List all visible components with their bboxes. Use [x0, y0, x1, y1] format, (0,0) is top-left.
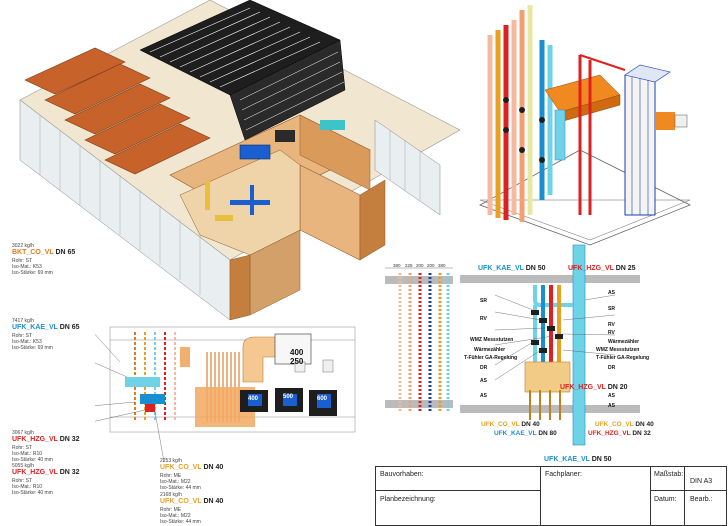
title-block-col-2 [650, 466, 651, 526]
section-view-left [385, 267, 453, 413]
riser-right-label-3: RV [608, 322, 615, 328]
riser-isometric-view [479, 5, 691, 246]
callout-name: UFK_HZG_VL [12, 469, 58, 476]
title-bearb: Bearb.: [690, 496, 713, 503]
building-isometric-view [19, 0, 460, 320]
callout-name: BKT_CO_VL [12, 249, 54, 256]
riser-left-label-2: RV [480, 316, 487, 322]
riser-left-label-3: WMZ Messstutzen [470, 337, 514, 343]
title-fachplaner: Fachplaner: [545, 471, 582, 478]
riser-bottom-label-4: UFK_HZG_VL DN 32 [588, 430, 651, 437]
dim-top-1: 380 [393, 263, 401, 268]
dim-top-5: 380 [438, 263, 446, 268]
duct-box-label-2: 500 [283, 394, 294, 400]
riser-bottom-label-1: UFK_CO_VL DN 40 [481, 421, 540, 428]
title-block-col-3 [684, 466, 685, 526]
callout-name: UFK_CO_VL [160, 464, 202, 471]
riser-bottom-label-2: UFK_CO_VL DN 40 [595, 421, 654, 428]
riser-right-label-5: Wärmezähler [608, 339, 640, 345]
riser-left-label-5: T-Fühler GA-Regelung [464, 355, 518, 361]
callout-dn: DN 40 [203, 464, 224, 471]
riser-right-label-8: DR [608, 365, 616, 371]
riser-right-label-9: AS [608, 393, 615, 399]
title-datum: Datum: [654, 496, 677, 503]
callout-dn: DN 32 [59, 469, 80, 476]
callout-name: UFK_CO_VL [160, 498, 202, 505]
callout-name: UFK_HZG_VL [12, 436, 58, 443]
callout-dn: DN 65 [55, 249, 76, 256]
riser-left-label-7: AS [480, 378, 487, 384]
riser-left-label-6: DR [480, 365, 488, 371]
duct-dim-width: 400 [290, 348, 304, 357]
duct-dim-height: 250 [290, 357, 304, 366]
riser-left-label-8: AS [480, 393, 487, 399]
title-block-col-1 [540, 466, 541, 526]
callout-dn: DN 65 [59, 324, 80, 331]
riser-bottom-label-3: UFK_KAE_VL DN 80 [494, 430, 557, 437]
title-format: DIN A3 [690, 478, 713, 485]
dim-top-3: 200 [416, 263, 424, 268]
title-block-row-divider [375, 490, 540, 491]
riser-right-label-2: SR [608, 306, 615, 312]
riser-top-right-label: UFK_HZG_VL DN 25 [568, 265, 636, 272]
title-planbezeichnung: Planbezeichnung: [380, 496, 436, 503]
title-massstab: Maßstab: [654, 471, 684, 478]
dim-top-2: 225 [405, 263, 413, 268]
title-block-right-row [650, 490, 727, 491]
riser-right-label-4: RV [608, 330, 615, 336]
riser-right-label-10: AS [608, 403, 615, 409]
callout-name: UFK_KAE_VL [12, 324, 58, 331]
plan-detail-view [95, 326, 356, 462]
title-bauvorhaben: Bauvorhaben: [380, 471, 424, 478]
duct-box-label-3: 600 [317, 396, 328, 402]
dim-top-4: 200 [427, 263, 435, 268]
riser-right-label-1: AS [608, 290, 615, 296]
callout-dn: DN 40 [203, 498, 224, 505]
riser-top-left-label: UFK_KAE_VL DN 50 [478, 265, 546, 272]
duct-box-label-1: 400 [248, 396, 259, 402]
riser-right-label-7: T-Fühler GA-Regelung [596, 355, 650, 361]
riser-right-label-6: WMZ Messstutzen [596, 347, 640, 353]
riser-foot-label: UFK_KAE_VL DN 50 [544, 456, 612, 463]
callout-dn: DN 32 [59, 436, 80, 443]
riser-left-label-4: Wärmezähler [474, 347, 506, 353]
riser-schematic [460, 244, 640, 446]
riser-left-label-1: SR [480, 298, 487, 304]
riser-mid-label: UFK_HZG_VL DN 20 [560, 384, 628, 391]
